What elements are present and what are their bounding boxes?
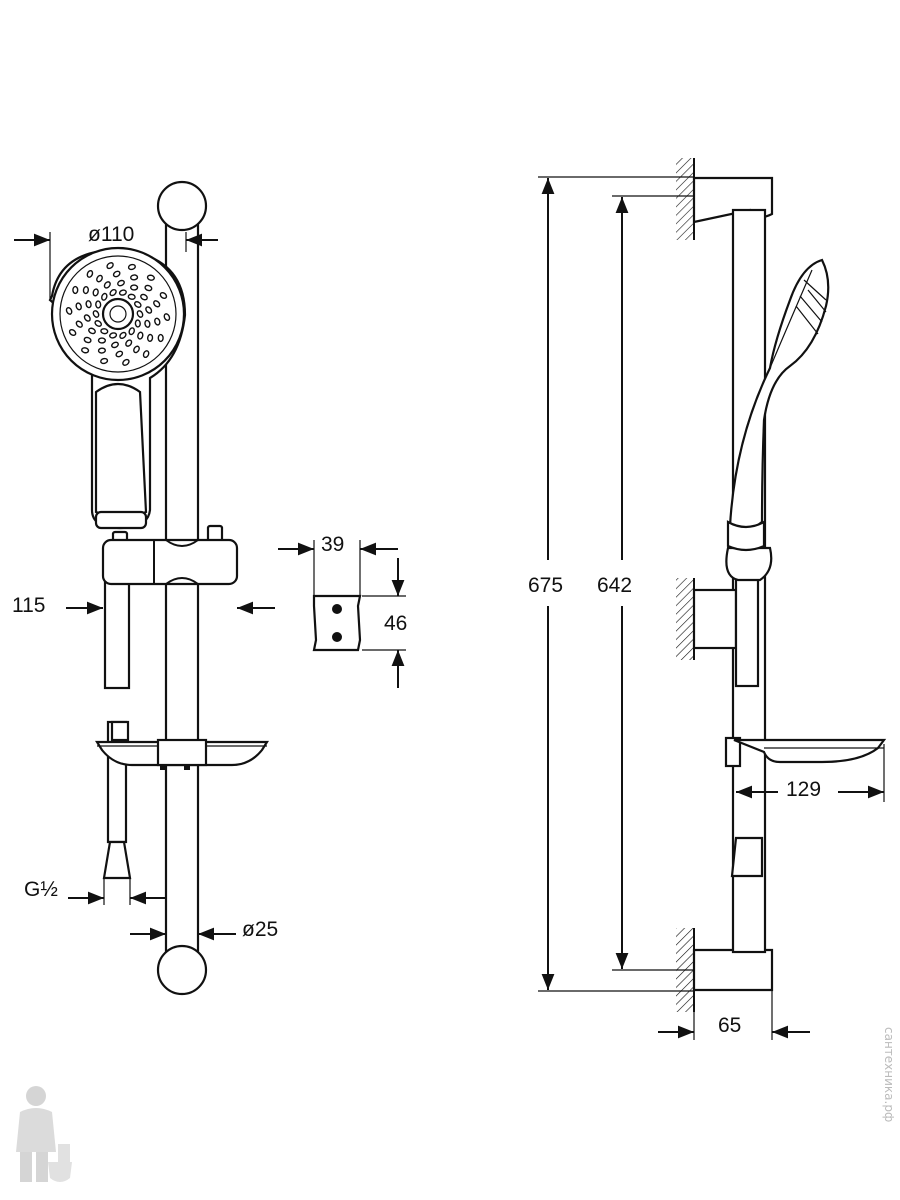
nozzle-hole <box>154 317 161 326</box>
nozzle-hole <box>130 274 139 281</box>
nozzle-hole <box>94 320 103 327</box>
nozzle-hole <box>128 327 135 336</box>
rail-bottom-cap <box>156 944 208 996</box>
nozzle-hole <box>144 319 151 328</box>
hose-connector <box>102 840 132 880</box>
dim-soap-dish-depth: 129 <box>786 778 821 801</box>
front-view: ø110 115 G½ ø25 <box>12 180 278 996</box>
nozzle-hole <box>83 336 92 344</box>
nozzle-hole <box>118 289 127 296</box>
nozzle-hole <box>92 310 100 318</box>
nozzle-hole <box>96 274 103 283</box>
dim-bracket-width: 39 <box>321 533 344 556</box>
dim-thread: G½ <box>24 878 58 901</box>
nozzle-hole <box>144 284 153 292</box>
nozzle-hole <box>88 327 96 335</box>
nozzle-hole <box>101 292 108 301</box>
rail-top-cap <box>156 180 208 232</box>
nozzle-hole <box>134 319 141 328</box>
nozzle-hole <box>140 293 148 301</box>
hand-shower-front <box>48 246 187 530</box>
watermark-text: сантехника.рф <box>882 1026 896 1122</box>
nozzle-hole <box>111 341 119 349</box>
side-view: 675 642 129 65 <box>528 158 887 1040</box>
dim-head-diameter: ø110 <box>88 223 134 246</box>
nozzle-hole <box>86 269 94 278</box>
nozzle-hole <box>125 339 133 347</box>
slider-front <box>101 524 239 586</box>
nozzle-hole <box>157 333 164 343</box>
nozzle-hole <box>133 301 142 308</box>
nozzle-hole <box>119 331 127 340</box>
dim-offset-115: 115 <box>12 594 45 617</box>
nozzle-hole <box>109 332 118 339</box>
nozzle-hole <box>106 262 114 270</box>
nozzle-hole <box>117 279 125 287</box>
dim-bracket-height: 46 <box>384 612 407 635</box>
bottom-bracket-side <box>692 948 774 992</box>
nozzle-hole <box>109 288 117 297</box>
nozzle-hole <box>85 300 92 309</box>
nozzle-hole <box>100 328 109 335</box>
plumber-logo <box>16 1086 72 1182</box>
nozzle-hole <box>145 306 153 314</box>
nozzle-hole <box>95 300 102 309</box>
nozzle-hole <box>159 291 168 300</box>
nozzle-hole <box>65 306 73 315</box>
nozzle-hole <box>112 270 121 278</box>
nozzle-hole <box>146 274 155 281</box>
nozzle-hole <box>127 293 136 300</box>
nozzle-hole <box>100 357 109 365</box>
dim-wall-offset: 65 <box>718 1014 741 1037</box>
dim-rail-diameter: ø25 <box>242 918 278 941</box>
nozzle-hole <box>82 286 90 295</box>
nozzle-hole <box>83 314 91 322</box>
nozzle-hole <box>115 350 124 358</box>
nozzle-hole <box>103 281 111 289</box>
nozzle-hole <box>146 333 154 342</box>
nozzle-hole <box>97 347 106 354</box>
nozzle-hole <box>72 285 79 295</box>
soap-dish-side <box>733 738 887 764</box>
hand-shower-side <box>726 258 830 552</box>
dim-rail-length: 642 <box>597 574 632 597</box>
nozzle-hole <box>163 313 171 322</box>
nozzle-hole <box>136 310 144 318</box>
nozzle-hole <box>75 320 83 328</box>
soap-dish-front <box>95 720 269 770</box>
nozzle-hole <box>92 288 99 297</box>
nozzle-hole <box>81 347 90 354</box>
nozzle-hole <box>127 263 136 271</box>
nozzle-hole <box>153 300 161 308</box>
dim-total-height: 675 <box>528 574 563 597</box>
wall-bracket-detail: 39 46 <box>278 533 407 688</box>
nozzle-hole <box>137 331 144 340</box>
nozzle-hole <box>130 284 139 291</box>
nozzle-hole <box>68 328 77 337</box>
nozzle-hole <box>97 337 106 344</box>
nozzle-hole <box>75 302 82 311</box>
nozzle-hole <box>142 350 150 359</box>
nozzle-hole <box>133 345 140 354</box>
nozzle-hole <box>122 358 130 366</box>
